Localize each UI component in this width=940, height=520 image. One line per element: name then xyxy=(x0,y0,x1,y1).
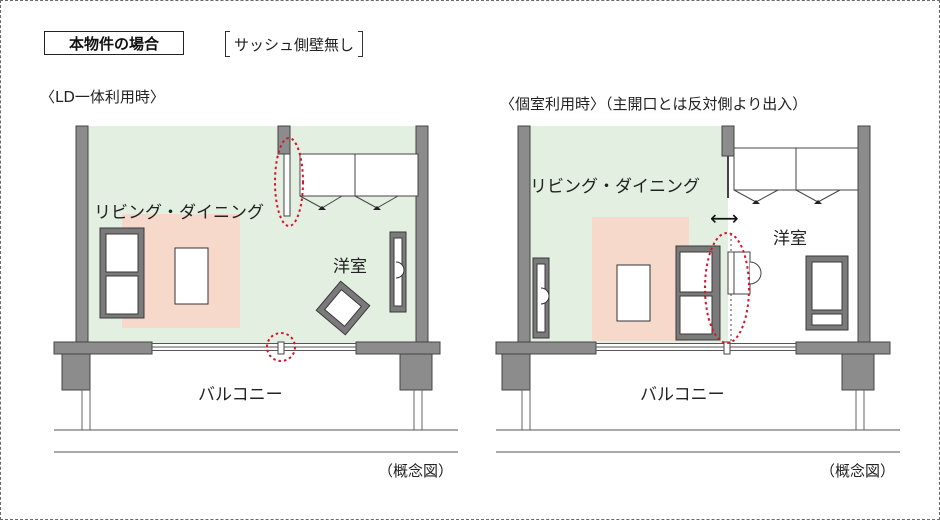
right-column-west xyxy=(501,353,531,391)
right-desk-drawer xyxy=(811,313,843,326)
right-partition-stub xyxy=(721,125,735,157)
left-slab-east xyxy=(355,341,441,355)
right-balcony-label: バルコニー xyxy=(640,385,725,405)
sash-note-label: サッシュ側壁無し xyxy=(225,31,364,57)
right-sofa-cushion xyxy=(679,251,713,293)
right-desk-top xyxy=(811,261,843,311)
right-living-label: リビング・ダイニング xyxy=(530,177,700,197)
left-closet xyxy=(299,153,419,197)
right-coffee-table xyxy=(616,264,651,322)
right-closet-handle xyxy=(752,200,760,204)
right-mode-title: 〈個室利用時〉（主開口とは反対側より出入） xyxy=(500,95,808,113)
left-closet-handle xyxy=(373,206,381,210)
right-closet-handle xyxy=(814,200,822,204)
left-column-east xyxy=(399,353,433,391)
left-sofa-cushion xyxy=(105,275,139,315)
left-mode-title: 〈LD一体利用時〉 xyxy=(40,88,165,106)
left-chair xyxy=(315,280,371,336)
left-caption: （概念図） xyxy=(378,462,454,480)
right-room-label: 洋室 xyxy=(773,229,807,249)
left-closet-handle xyxy=(318,206,326,210)
right-column-east xyxy=(841,353,875,391)
left-column-west xyxy=(61,353,91,391)
property-badge: 本物件の場合 xyxy=(44,31,184,55)
left-partition-door xyxy=(283,153,291,217)
right-wall-west xyxy=(517,125,531,347)
right-movable-partition xyxy=(727,251,751,295)
right-slab-west xyxy=(495,341,597,355)
right-caption: （概念図） xyxy=(820,462,896,480)
left-sash-mullion xyxy=(277,341,285,355)
left-floor-plan xyxy=(53,125,458,453)
left-wall-west xyxy=(75,125,89,347)
right-floor-plan xyxy=(495,125,900,453)
right-sash-mullion xyxy=(723,341,731,355)
left-room-label: 洋室 xyxy=(333,257,367,277)
right-closet-doors xyxy=(733,189,841,203)
left-slab-west xyxy=(53,341,153,355)
left-balcony-label: バルコニー xyxy=(198,385,283,405)
left-bed-pillow xyxy=(395,261,405,279)
left-partition-stub xyxy=(277,125,291,155)
right-partition-handle xyxy=(749,261,762,285)
left-highlight-partition xyxy=(274,137,304,227)
double-arrow-icon: ⟷ xyxy=(710,206,739,230)
right-wall-east xyxy=(857,125,871,347)
right-bed-pillow xyxy=(540,287,550,305)
left-sofa-cushion xyxy=(105,233,139,273)
left-living-label: リビング・ダイニング xyxy=(94,203,264,223)
right-slab-east xyxy=(795,341,891,355)
left-highlight-sash xyxy=(266,332,296,362)
left-coffee-table xyxy=(174,247,209,305)
right-highlight-partition xyxy=(704,232,750,344)
